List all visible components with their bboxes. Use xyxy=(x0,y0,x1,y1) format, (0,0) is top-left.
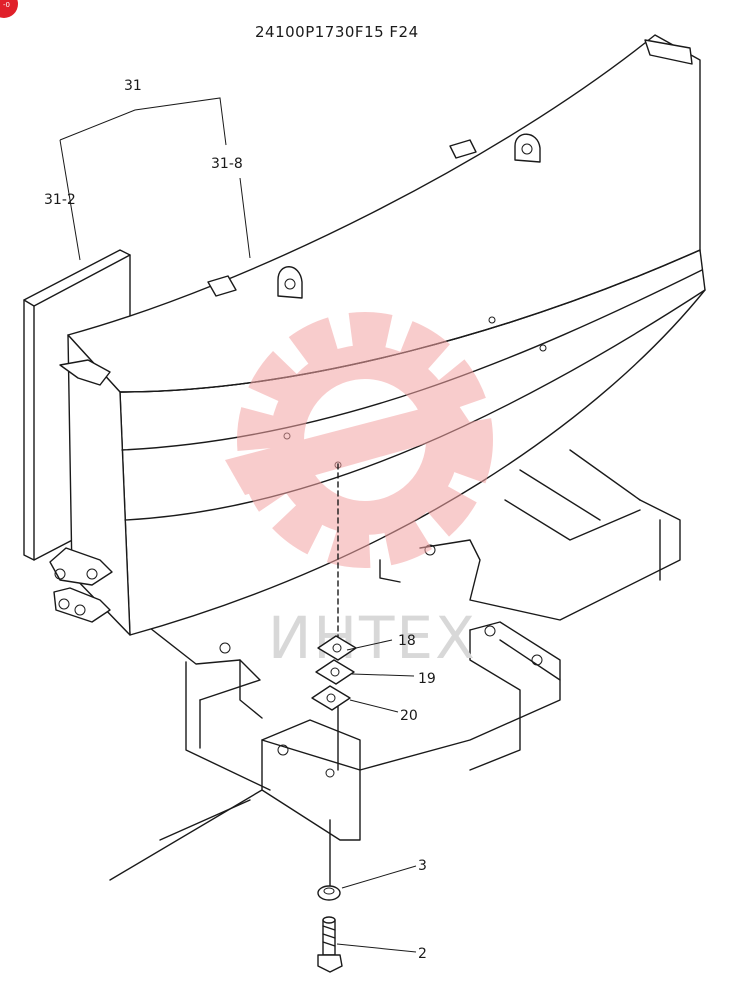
callout-3: 3 xyxy=(418,858,427,874)
callout-31-2: 31-2 xyxy=(44,192,76,208)
callout-20: 20 xyxy=(400,708,418,724)
leader-lines xyxy=(59,97,417,953)
red-circle-badge-icon: -0 xyxy=(0,0,18,18)
watermark-text: ИНТЕХ xyxy=(268,604,477,672)
drawing-code: 24100P1730F15 F24 xyxy=(255,23,419,41)
callout-31: 31 xyxy=(124,78,142,94)
callout-2: 2 xyxy=(418,946,427,962)
bolt-assembly xyxy=(311,463,357,973)
callout-31-8: 31-8 xyxy=(211,156,243,172)
callout-19: 19 xyxy=(418,671,436,687)
callout-18: 18 xyxy=(398,633,416,649)
svg-text:-0: -0 xyxy=(3,1,10,9)
gear-wrench-watermark-icon xyxy=(225,312,493,568)
base-frame xyxy=(109,449,681,881)
